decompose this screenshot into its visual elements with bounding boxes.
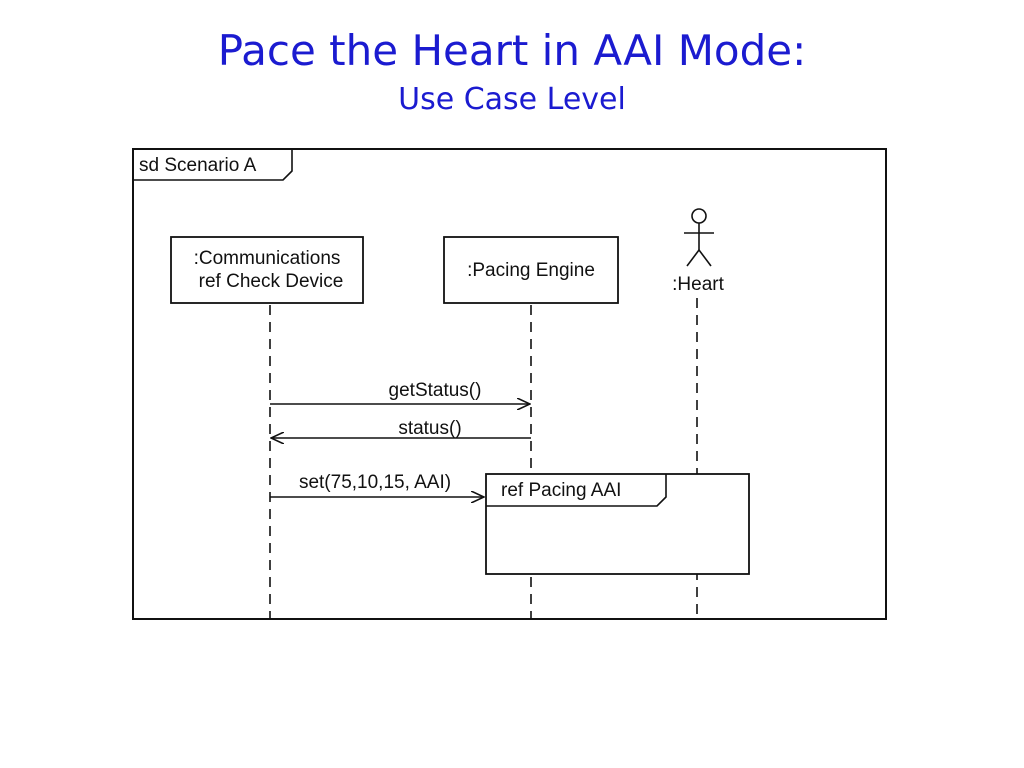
lifeline-pacing-engine: :Pacing Engine bbox=[443, 236, 619, 619]
slide-subtitle: Use Case Level bbox=[398, 82, 626, 117]
lifeline-heart: :Heart bbox=[672, 208, 725, 619]
heart-actor-icon bbox=[684, 208, 714, 267]
lifeline-heart-label: :Heart bbox=[672, 274, 724, 295]
lifeline-communications-ref: ref Check Device bbox=[199, 271, 344, 292]
interaction-use-pacing-aai: ref Pacing AAI bbox=[485, 473, 750, 575]
message-set: set(75,10,15, AAI) bbox=[270, 472, 484, 497]
sd-frame-label: sd Scenario A bbox=[139, 155, 257, 176]
message-getstatus: getStatus() bbox=[270, 380, 530, 404]
lifeline-pacing-engine-label: :Pacing Engine bbox=[467, 260, 595, 281]
interaction-use-label: ref Pacing AAI bbox=[501, 480, 621, 501]
sd-frame: sd Scenario A bbox=[132, 148, 887, 620]
interaction-use-tab bbox=[486, 474, 667, 507]
sd-frame-tab bbox=[133, 149, 293, 181]
slide-title: Pace the Heart in AAI Mode: bbox=[217, 26, 807, 75]
lifeline-communications-label: :Communications bbox=[194, 248, 341, 269]
message-getstatus-label: getStatus() bbox=[389, 380, 482, 401]
lifeline-communications: :Communications ref Check Device bbox=[170, 236, 364, 619]
message-status-label: status() bbox=[398, 418, 461, 439]
lifeline-box-communications bbox=[170, 236, 364, 304]
lifeline-box-pacing-engine bbox=[443, 236, 619, 304]
message-status: status() bbox=[271, 418, 531, 439]
message-set-label: set(75,10,15, AAI) bbox=[299, 472, 451, 493]
